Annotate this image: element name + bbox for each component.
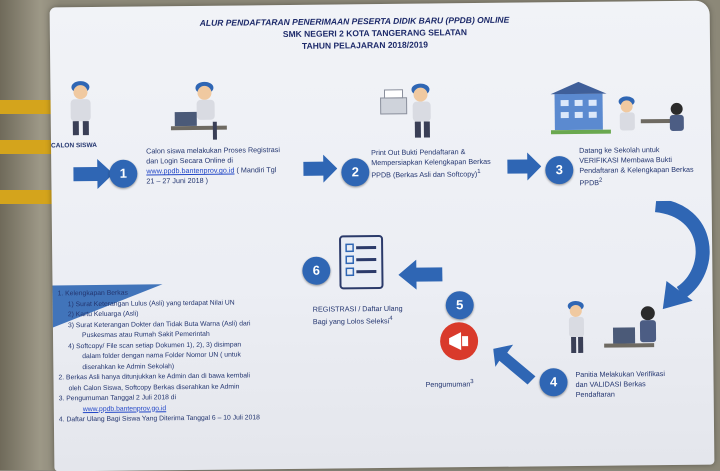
flow-arrow-curve-down [654,200,710,310]
laptop-user-icon [170,81,227,140]
step-5-badge: 5 [445,291,474,320]
wall-rail [0,100,60,114]
wall-rail [0,140,60,154]
requirements-notes: 1. Kelengkapan Berkas 1) Surat Keteranga… [57,289,260,424]
megaphone-icon [440,322,479,361]
student-icon [70,81,91,136]
verification-staff-icon [567,300,657,354]
ppdb-flow-poster: ALUR PENDAFTARAN PENERIMAAN PESERTA DIDI… [49,0,715,471]
step-1-badge: 1 [109,159,138,188]
step-4-text: Panitia Melakukan Verifikasi dan VALIDAS… [575,369,666,399]
calon-siswa-label: CALON SISWA [51,141,97,150]
poster-title: ALUR PENDAFTARAN PENERIMAAN PESERTA DIDI… [199,14,510,28]
printer-user-icon [380,83,431,138]
step-2-badge: 2 [341,158,370,187]
ppdb-link[interactable]: www.ppdb.bantenprov.go.id [146,165,235,176]
flow-arrow-right [73,158,114,189]
step-6-badge: 6 [302,256,331,285]
school-name: SMK NEGERI 2 KOTA TANGERANG SELATAN [282,27,468,40]
academic-year: TAHUN PELAJARAN 2018/2019 [301,39,429,51]
step-1-text: Calon siswa melakukan Proses Registrasi … [146,145,280,186]
flow-arrow-up-left [493,344,536,385]
checklist-icon [339,235,384,290]
wall-rail [0,190,60,204]
flow-arrow-left [398,259,443,290]
step-5-text: Pengumuman3 [425,379,474,389]
step-4-badge: 4 [539,368,568,397]
step-2-text: Print Out Bukti Pendaftaran & Mempersiap… [371,147,491,180]
step-6-text: REGISTRASI / Daftar Ulang Bagi yang Lolo… [312,303,403,327]
school-building-icon [550,81,684,135]
flow-arrow-right [303,154,338,183]
step-3-text: Datang ke Sekolah untuk VERIFIKASI Memba… [579,145,694,188]
step-3-badge: 3 [545,155,574,185]
flow-arrow-right [507,152,542,181]
announcement-link[interactable]: www.ppdb.bantenprov.go.id [82,404,167,413]
